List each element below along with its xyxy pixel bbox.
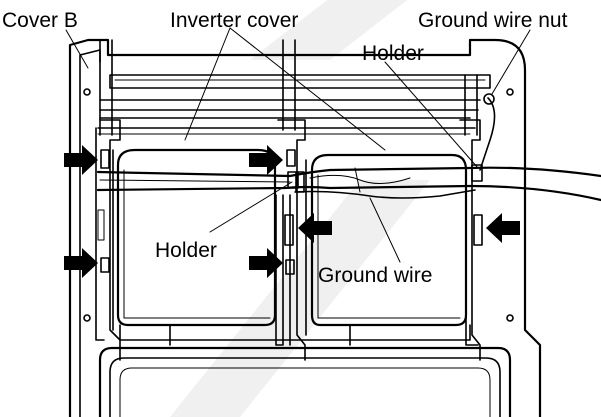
label-ground-wire: Ground wire: [318, 264, 432, 287]
screw-hole: [506, 314, 514, 322]
arrow-left-icon: [486, 213, 520, 243]
label-inverter-cover: Inverter cover: [170, 9, 298, 32]
left-bracket: [95, 119, 121, 361]
label-holder-top: Holder: [362, 42, 424, 65]
arrow-left-icon: [298, 213, 332, 243]
arrow-right-icon: [64, 145, 98, 175]
top-frame: [97, 74, 491, 135]
cable-bundle: [96, 166, 601, 202]
indicator-arrows: [64, 145, 520, 278]
arrow-right-icon: [249, 248, 283, 278]
ground-wire-nut: [483, 93, 495, 105]
screw-hole: [506, 88, 514, 96]
leader-lines: [65, 27, 531, 263]
screw-hole: [83, 314, 91, 322]
label-cover-b: Cover B: [2, 9, 78, 32]
labels: Cover B Inverter cover Ground wire nut H…: [2, 9, 568, 287]
bottom-panel: [98, 324, 512, 417]
center-bracket: [275, 119, 306, 361]
arrow-right-icon: [64, 248, 98, 278]
holder-center: [287, 171, 299, 189]
right-bracket: [459, 119, 483, 361]
holders: [287, 164, 483, 193]
label-holder-left: Holder: [155, 239, 217, 262]
mounting-posts: [99, 39, 478, 136]
ground-wire: [294, 93, 496, 199]
screw-hole: [83, 88, 91, 96]
label-ground-wire-nut: Ground wire nut: [418, 9, 568, 32]
arrow-right-icon: [249, 145, 283, 175]
holder-right: [471, 164, 483, 182]
